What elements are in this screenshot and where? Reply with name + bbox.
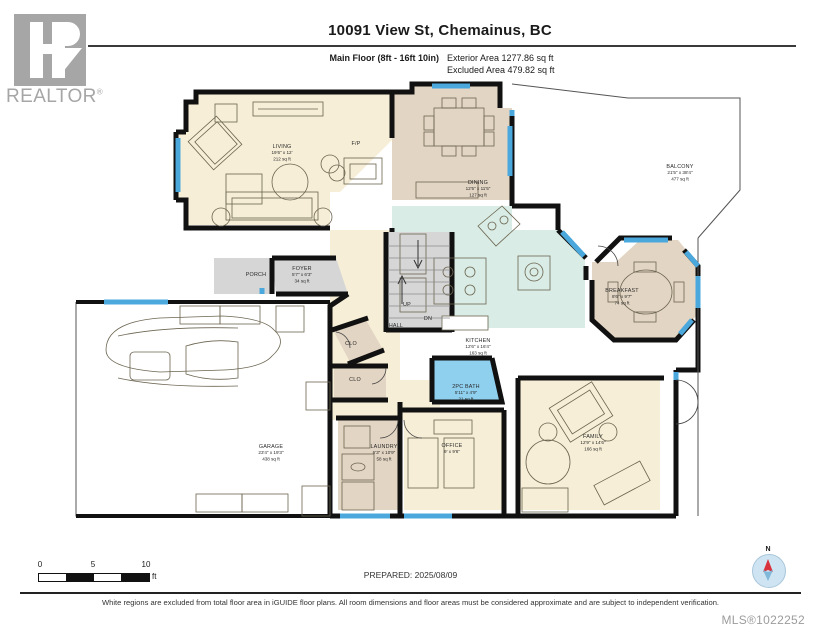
compass-rose-icon: N — [748, 546, 788, 590]
scale-bar: 0 5 10 ft — [38, 560, 158, 582]
prepared-date: PREPARED: 2025/08/09 — [363, 570, 458, 580]
page-title: 10091 View St, Chemainus, BC — [328, 22, 552, 39]
scale-bar-graphic — [38, 573, 150, 582]
label-clo: CLO — [349, 377, 361, 383]
label-f-p: F/P — [352, 141, 361, 147]
realtor-wordmark: REALTOR® — [6, 86, 104, 107]
compass-north-label: N — [765, 546, 771, 553]
excluded-area: Excluded Area 479.82 sq ft — [446, 65, 555, 75]
floor-summary: Main Floor (8ft - 16ft 10in) Exterior Ar… — [88, 52, 796, 76]
disclaimer-text: White regions are excluded from total fl… — [101, 598, 720, 607]
plain-labels: F/P PORCH HALL UP DN CLO CLO — [246, 141, 432, 383]
realtor-r-logo — [14, 14, 86, 86]
scale-tick-10: 10 — [141, 560, 151, 569]
title-divider — [88, 45, 796, 47]
footer-divider — [20, 592, 801, 594]
label-porch: PORCH — [246, 272, 266, 278]
label-dn: DN — [424, 316, 432, 322]
label-up: UP — [403, 302, 411, 308]
realtor-logo: REALTOR® — [6, 14, 104, 110]
floor-label: Main Floor (8ft - 16ft 10in) — [329, 53, 439, 63]
scale-tick-5: 5 — [90, 560, 96, 569]
mls-number: MLS®1022252 — [721, 613, 805, 627]
label-clo: CLO — [345, 341, 357, 347]
label-hall: HALL — [389, 323, 403, 329]
exterior-area: Exterior Area 1277.86 sq ft — [446, 53, 554, 63]
scale-tick-0: 0 — [37, 560, 43, 569]
scale-unit: ft — [152, 572, 157, 581]
